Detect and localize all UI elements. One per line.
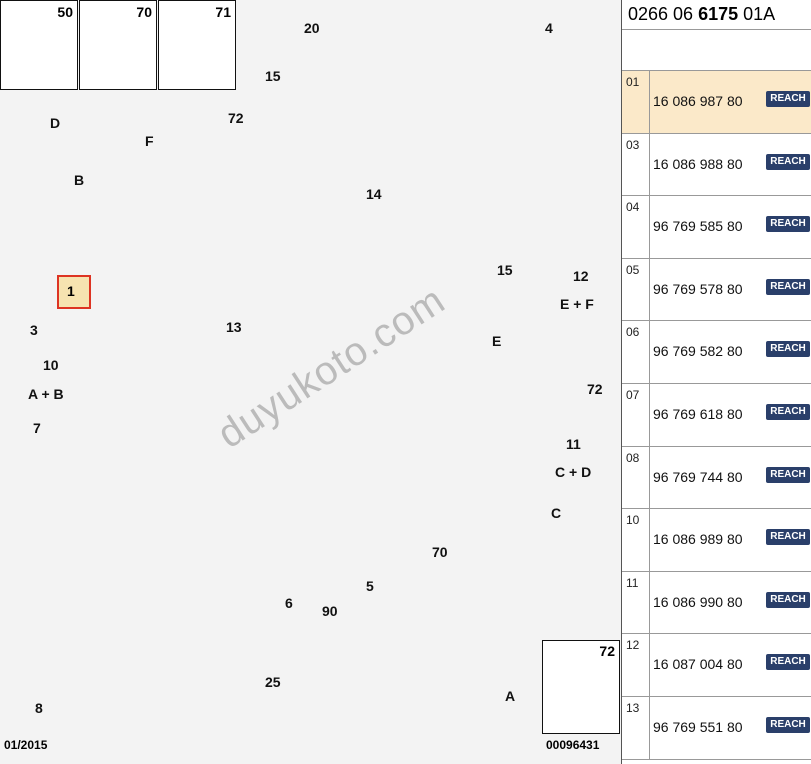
reach-badge: REACH — [766, 278, 810, 295]
callout-label[interactable]: 11 — [566, 436, 581, 452]
reach-badge: REACH — [766, 654, 810, 671]
reach-badge: REACH — [766, 591, 810, 608]
part-box-50[interactable]: 50 — [0, 0, 78, 90]
diagram-reference: 00096431 — [546, 738, 600, 752]
callout-label[interactable]: 3 — [30, 322, 38, 338]
callout-label[interactable]: 15 — [265, 68, 281, 84]
callout-label[interactable]: 15 — [497, 262, 513, 278]
reach-badge: REACH — [766, 216, 810, 233]
part-index: 12 — [622, 634, 650, 696]
callout-label[interactable]: 72 — [587, 381, 603, 397]
callout-label[interactable]: B — [74, 172, 85, 188]
reach-badge: REACH — [766, 403, 810, 420]
callout-label[interactable]: 14 — [366, 186, 382, 202]
callout-label[interactable]: 13 — [226, 319, 242, 335]
reach-badge: REACH — [766, 466, 810, 483]
part-index: 08 — [622, 446, 650, 509]
callout-label[interactable]: 72 — [228, 110, 244, 126]
header-spacer — [622, 30, 811, 71]
watermark: duyukoto.com — [210, 277, 453, 457]
reach-badge: REACH — [766, 529, 810, 546]
part-index: 13 — [622, 696, 650, 759]
callout-label[interactable]: A — [505, 688, 516, 704]
part-number: 16 087 004 80 — [653, 656, 743, 673]
callout-label[interactable]: 5 — [366, 578, 374, 594]
part-number: 96 769 618 80 — [653, 405, 743, 422]
part-number: 96 769 585 80 — [653, 218, 743, 235]
callout-label[interactable]: 25 — [265, 674, 281, 690]
part-number: 96 769 551 80 — [653, 718, 743, 735]
part-index: 01 — [622, 71, 650, 133]
reach-badge: REACH — [766, 716, 810, 733]
fastener-boxes: 50 70 71 — [0, 0, 238, 90]
callout-label[interactable]: 70 — [432, 544, 448, 560]
part-number: 96 769 582 80 — [653, 343, 743, 360]
diagram-date: 01/2015 — [4, 738, 48, 752]
inset-box[interactable]: 72 — [542, 640, 620, 734]
callout-label[interactable]: A + B — [28, 386, 64, 402]
callout-label[interactable]: E + F — [560, 296, 594, 312]
part-number: 96 769 744 80 — [653, 468, 743, 485]
callout-label[interactable]: 6 — [285, 595, 293, 611]
part-box-71[interactable]: 71 — [158, 0, 236, 90]
reach-badge: REACH — [766, 341, 810, 358]
callout-label[interactable]: C + D — [555, 464, 592, 480]
part-number: 16 086 987 80 — [653, 93, 743, 109]
reference-header: 0266 06 6175 01A — [622, 0, 811, 30]
part-index: 07 — [622, 383, 650, 446]
part-number: 16 086 988 80 — [653, 155, 743, 172]
reach-badge: REACH — [766, 153, 810, 170]
highlighted-callout[interactable]: 1 — [57, 275, 91, 309]
callout-label[interactable]: 8 — [35, 700, 43, 716]
part-index: 04 — [622, 196, 650, 258]
callout-label[interactable]: E — [492, 333, 502, 349]
part-index: 10 — [622, 509, 650, 571]
part-number: 16 086 989 80 — [653, 531, 743, 548]
callout-label[interactable]: 12 — [573, 268, 589, 284]
callout-label[interactable]: 10 — [43, 357, 59, 373]
reach-badge: REACH — [766, 91, 810, 107]
callout-label[interactable]: 20 — [304, 20, 320, 36]
part-number: 16 086 990 80 — [653, 593, 743, 610]
part-number: 96 769 578 80 — [653, 280, 743, 297]
exploded-parts-diagram: 50 70 71 20 4 15 72 D F B 14 15 12 E + F… — [0, 0, 622, 764]
callout-label[interactable]: 4 — [545, 20, 553, 36]
part-index: 06 — [622, 321, 650, 383]
part-index: 03 — [622, 133, 650, 196]
part-index: 11 — [622, 571, 650, 634]
callout-label[interactable]: 7 — [33, 420, 41, 436]
callout-label[interactable]: D — [50, 115, 61, 131]
callout-label[interactable]: C — [551, 505, 562, 521]
part-box-70[interactable]: 70 — [79, 0, 157, 90]
callout-label[interactable]: 90 — [322, 603, 338, 619]
part-index: 05 — [622, 258, 650, 321]
callout-label[interactable]: F — [145, 133, 154, 149]
